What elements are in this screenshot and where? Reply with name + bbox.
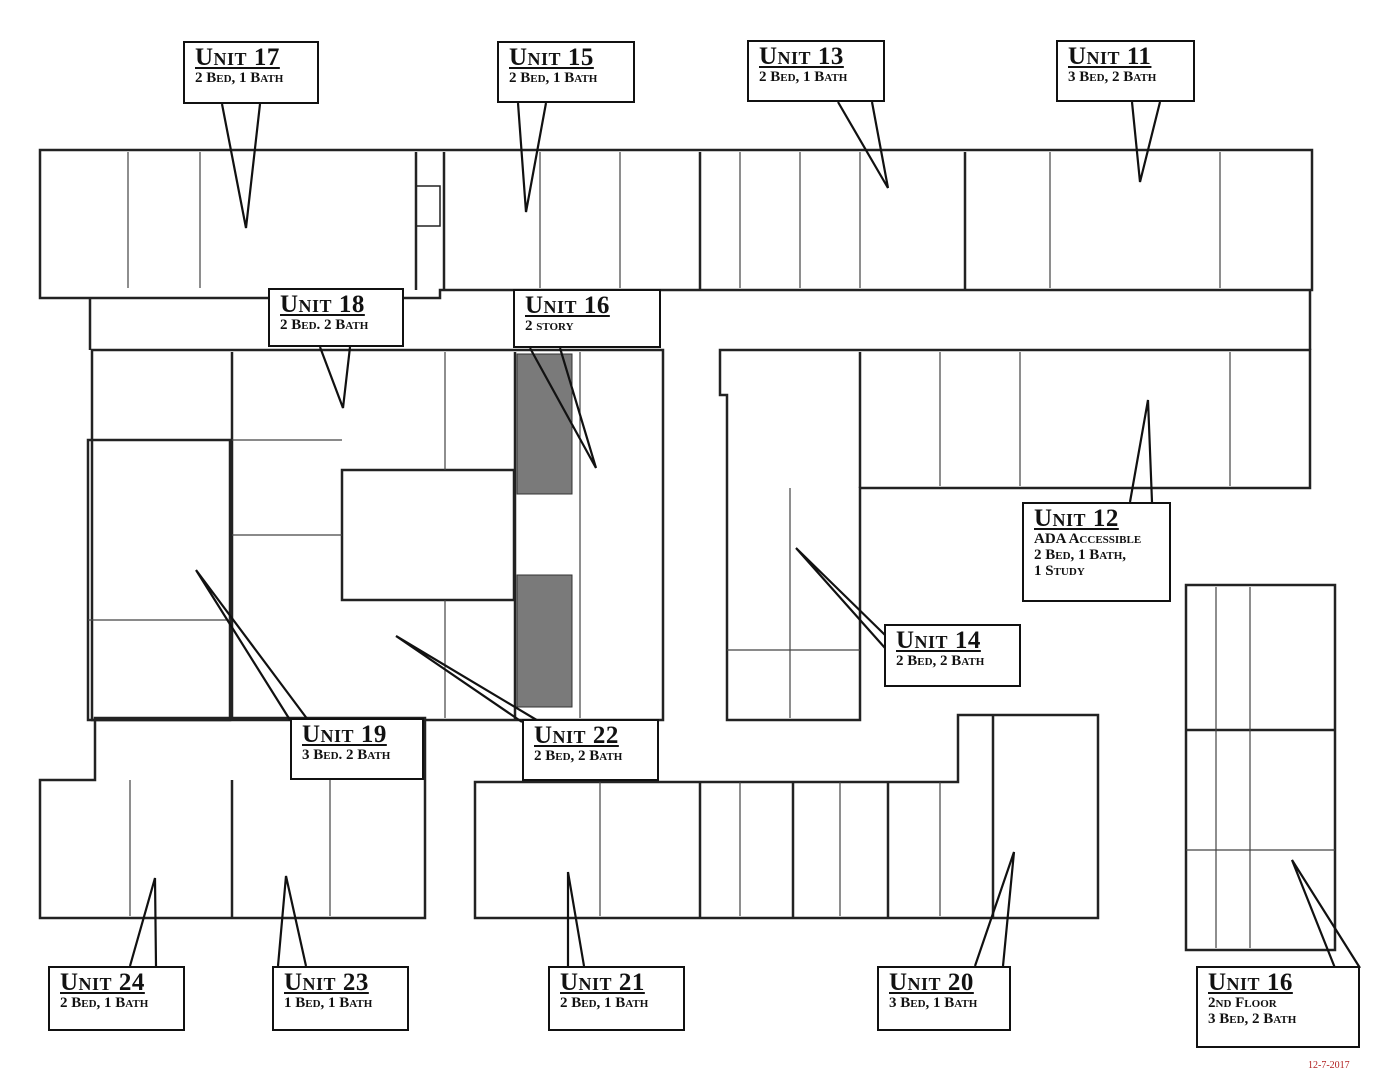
unit-15-label: Unit 15 2 Bed, 1 Bath (497, 41, 635, 103)
unit-19-label: Unit 19 3 Bed. 2 Bath (290, 718, 424, 780)
unit-detail: 2 Bed, 1 Bath (509, 70, 598, 86)
unit-title: Unit 20 (889, 969, 974, 996)
unit-detail: 2 Bed, 1 Bath, (1034, 547, 1127, 563)
unit-16-2story-label: Unit 16 2 story (513, 289, 661, 348)
unit-14-label: Unit 14 2 Bed, 2 Bath (884, 624, 1021, 687)
leader-lines (128, 101, 1361, 969)
unit-title: Unit 15 (509, 44, 594, 71)
unit-21-label: Unit 21 2 Bed, 1 Bath (548, 966, 685, 1031)
unit-title: Unit 22 (534, 722, 619, 749)
unit-detail: 3 Bed, 2 Bath (1068, 69, 1157, 85)
unit-13-label: Unit 13 2 Bed, 1 Bath (747, 40, 885, 102)
unit-23-label: Unit 23 1 Bed, 1 Bath (272, 966, 409, 1031)
unit-title: Unit 17 (195, 44, 280, 71)
unit-12-label: Unit 12 ADA Accessible 2 Bed, 1 Bath, 1 … (1022, 502, 1171, 602)
unit-detail: 2 Bed, 2 Bath (534, 748, 623, 764)
unit-detail: 2 Bed, 1 Bath (60, 995, 149, 1011)
unit-18-label: Unit 18 2 Bed. 2 Bath (268, 288, 404, 347)
unit-24-label: Unit 24 2 Bed, 1 Bath (48, 966, 185, 1031)
unit-17-label: Unit 17 2 Bed, 1 Bath (183, 41, 319, 104)
unit-title: Unit 11 (1068, 43, 1152, 70)
unit-detail: ADA Accessible (1034, 531, 1142, 547)
unit-detail: 2nd Floor (1208, 995, 1277, 1011)
unit-detail: 3 Bed, 1 Bath (889, 995, 978, 1011)
unit-20-label: Unit 20 3 Bed, 1 Bath (877, 966, 1011, 1031)
unit-detail: 3 Bed. 2 Bath (302, 747, 391, 763)
unit-11-label: Unit 11 3 Bed, 2 Bath (1056, 40, 1195, 102)
unit-detail: 2 Bed, 2 Bath (896, 653, 985, 669)
unit-title: Unit 24 (60, 969, 145, 996)
unit-detail: 2 Bed, 1 Bath (560, 995, 649, 1011)
stair-shade (516, 353, 573, 708)
date-stamp: 12-7-2017 (1308, 1060, 1350, 1071)
unit-title: Unit 16 (525, 292, 610, 319)
unit-title: Unit 21 (560, 969, 645, 996)
unit-detail: 2 Bed, 1 Bath (759, 69, 848, 85)
elevator (415, 185, 441, 227)
interior-walls (88, 152, 1335, 948)
unit-title: Unit 16 (1208, 969, 1293, 996)
unit-detail: 2 Bed, 1 Bath (195, 70, 284, 86)
unit-title: Unit 14 (896, 627, 981, 654)
unit-detail: 1 Study (1034, 563, 1085, 579)
unit-title: Unit 23 (284, 969, 369, 996)
unit-detail: 2 story (525, 318, 574, 334)
unit-title: Unit 13 (759, 43, 844, 70)
unit-detail: 2 Bed. 2 Bath (280, 317, 369, 333)
unit-title: Unit 19 (302, 721, 387, 748)
unit-title: Unit 18 (280, 291, 365, 318)
unit-detail: 3 Bed, 2 Bath (1208, 1011, 1297, 1027)
unit-22-label: Unit 22 2 Bed, 2 Bath (522, 719, 659, 781)
unit-detail: 1 Bed, 1 Bath (284, 995, 373, 1011)
unit-16-2nd-floor-label: Unit 16 2nd Floor 3 Bed, 2 Bath (1196, 966, 1360, 1048)
unit-title: Unit 12 (1034, 505, 1119, 532)
